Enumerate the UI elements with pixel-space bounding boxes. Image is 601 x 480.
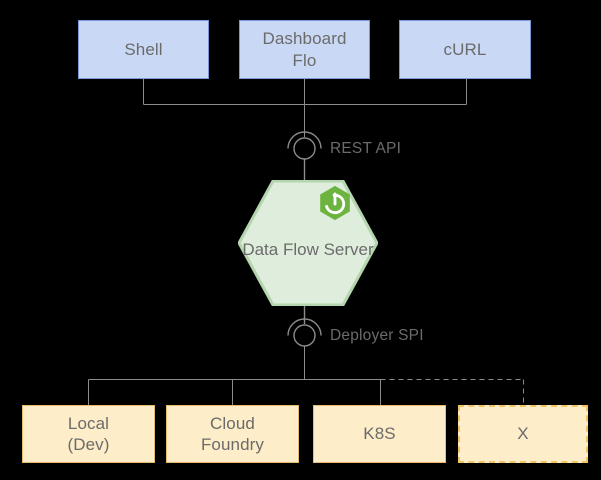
client-label-curl: cURL: [443, 39, 487, 59]
client-node-curl[interactable]: cURL: [399, 20, 531, 79]
interface-label-deployer-spi: Deployer SPI: [330, 327, 424, 344]
interface-label-rest-api: REST API: [330, 140, 402, 157]
server-node-data-flow-server[interactable]: Data Flow Server: [237, 179, 379, 307]
deployer-node-x-placeholder[interactable]: X: [458, 405, 588, 463]
deployer-label-local-dev: Local (Dev): [67, 413, 110, 454]
client-node-dashboard-flo[interactable]: Dashboard Flo: [239, 20, 370, 79]
deployer-label-cloud-foundry: Cloud Foundry: [200, 413, 265, 454]
deployer-node-cloud-foundry[interactable]: Cloud Foundry: [166, 405, 299, 463]
deployer-node-local-dev[interactable]: Local (Dev): [22, 405, 155, 463]
deployer-spi-socket-arc-icon: [287, 318, 322, 336]
rest-api-interface-symbol: [287, 131, 322, 160]
deployer-node-k8s[interactable]: K8S: [313, 405, 446, 463]
spring-boot-logo: [320, 185, 350, 221]
deployer-label-k8s: K8S: [363, 424, 396, 444]
rest-api-socket-arc-icon: [287, 131, 322, 149]
deployer-spi-interface-symbol: [287, 318, 322, 347]
client-label-dashboard-flo: Dashboard Flo: [262, 29, 347, 70]
client-node-shell[interactable]: Shell: [78, 20, 209, 79]
hexagon-shape: [237, 179, 379, 307]
deployer-label-x: X: [517, 424, 529, 444]
deployer-spi-ball-icon: [293, 324, 316, 347]
rest-api-ball-icon: [293, 137, 316, 160]
client-label-shell: Shell: [124, 39, 163, 59]
